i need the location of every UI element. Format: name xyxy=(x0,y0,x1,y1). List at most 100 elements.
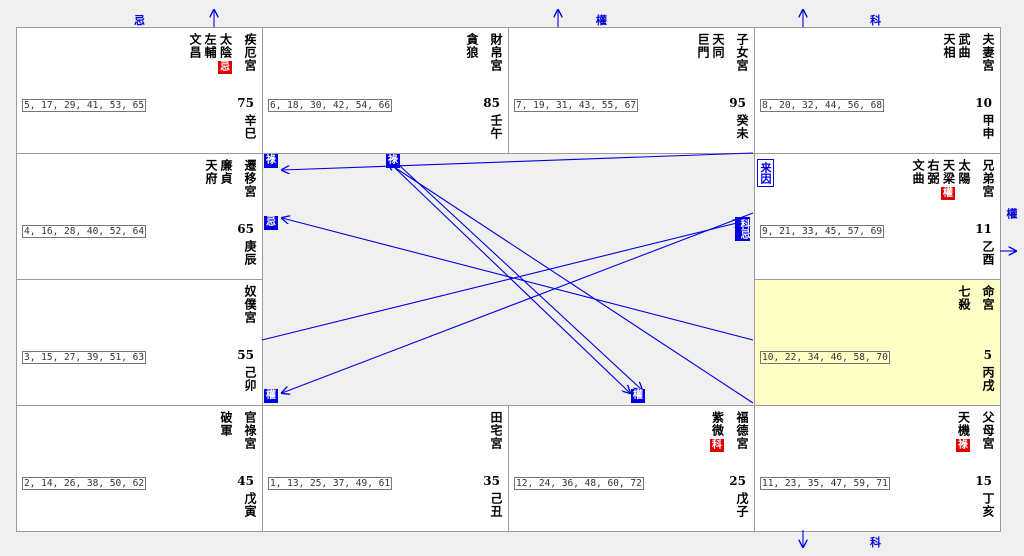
edge-label-quan-top: 權 xyxy=(596,14,607,27)
star-item: 天府 xyxy=(204,159,218,185)
star-list: 破軍 xyxy=(219,411,233,437)
star-name: 紫微 xyxy=(710,411,725,437)
star-item: 文曲 xyxy=(911,159,925,200)
star-name: 武曲 xyxy=(957,33,971,59)
star-name: 天府 xyxy=(204,159,218,185)
edge-label-quan-right: 權 xyxy=(1005,208,1018,219)
star-name: 天機 xyxy=(956,411,971,437)
palace-cell-yin[interactable]: 官祿宮破軍 2, 14, 26, 38, 50, 62 45 戊寅 xyxy=(16,405,263,532)
star-item: 天相 xyxy=(942,33,956,59)
ganzhi-label: 乙酉 xyxy=(981,240,995,266)
ganzhi-label: 丙戌 xyxy=(981,366,995,392)
ganzhi-label: 己卯 xyxy=(243,366,257,392)
star-list: 天機祿 xyxy=(956,411,971,452)
palace-cell-wu[interactable]: 財帛宮貪狼 6, 18, 30, 42, 54, 66 85 壬午 xyxy=(262,27,509,154)
star-item: 紫微科 xyxy=(710,411,725,452)
arrow-line xyxy=(282,152,754,170)
star-transform-badge: 權 xyxy=(941,187,955,200)
palace-name: 兄弟宮 xyxy=(981,159,995,198)
star-list: 太陰忌左輔文昌 xyxy=(188,33,233,74)
decade-start-age: 85 xyxy=(483,96,500,110)
edge-label-ke-top: 科 xyxy=(870,14,881,27)
marker-lu-center: 祿 xyxy=(386,154,400,168)
star-name: 七殺 xyxy=(957,285,971,311)
palace-cell-xu[interactable]: 命宮七殺 10, 22, 34, 46, 58, 70 5 丙戌 xyxy=(754,279,1001,406)
marker-ji: 忌 xyxy=(264,216,278,230)
palace-name: 福德宮 xyxy=(735,411,749,450)
star-item: 天同 xyxy=(711,33,725,59)
decade-start-age: 35 xyxy=(483,474,500,488)
star-item: 七殺 xyxy=(957,285,971,311)
star-item: 巨門 xyxy=(696,33,710,59)
star-transform-badge: 祿 xyxy=(956,439,970,452)
decade-start-age: 95 xyxy=(729,96,746,110)
age-list: 8, 20, 32, 44, 56, 68 xyxy=(760,99,885,112)
edge-label-ke-bottom: 科 xyxy=(870,536,881,549)
decade-start-age: 45 xyxy=(237,474,254,488)
star-name: 廉貞 xyxy=(219,159,233,185)
ganzhi-label: 戊子 xyxy=(735,492,749,518)
palace-name: 命宮 xyxy=(981,285,995,311)
star-name: 貪狼 xyxy=(465,33,479,59)
star-item: 天梁權 xyxy=(941,159,956,200)
ganzhi-label: 壬午 xyxy=(489,114,503,140)
arrow-line xyxy=(282,212,754,393)
palace-name: 官祿宮 xyxy=(243,411,257,450)
palace-name: 財帛宮 xyxy=(489,33,503,72)
age-list: 4, 16, 28, 40, 52, 64 xyxy=(22,225,147,238)
star-item: 文昌 xyxy=(188,33,202,74)
age-list: 7, 19, 31, 43, 55, 67 xyxy=(514,99,639,112)
marker-ke-ji: 科忌 xyxy=(735,217,750,241)
decade-start-age: 15 xyxy=(975,474,992,488)
palace-name: 夫妻宮 xyxy=(981,33,995,72)
marker-lu-left: 祿 xyxy=(264,154,278,168)
age-list: 10, 22, 34, 46, 58, 70 xyxy=(760,351,890,364)
decade-start-age: 55 xyxy=(237,348,254,362)
marker-quan-left: 權 xyxy=(264,389,278,403)
age-list: 11, 23, 35, 47, 59, 71 xyxy=(760,477,890,490)
ganzhi-label: 己丑 xyxy=(489,492,503,518)
star-name: 文曲 xyxy=(911,159,925,185)
star-name: 天梁 xyxy=(941,159,956,185)
laiyin-tag: 来因 xyxy=(757,159,774,187)
palace-name: 奴僕宮 xyxy=(243,285,257,324)
age-list: 2, 14, 26, 38, 50, 62 xyxy=(22,477,147,490)
ganzhi-label: 辛巳 xyxy=(243,114,257,140)
star-item: 廉貞 xyxy=(219,159,233,185)
star-name: 左輔 xyxy=(203,33,217,59)
palace-name: 遷移宮 xyxy=(243,159,257,198)
marker-quan-center: 權 xyxy=(631,389,645,403)
ganzhi-label: 甲申 xyxy=(981,114,995,140)
star-name: 天相 xyxy=(942,33,956,59)
star-list: 廉貞天府 xyxy=(204,159,233,185)
palace-name: 子女宮 xyxy=(735,33,749,72)
age-list: 9, 21, 33, 45, 57, 69 xyxy=(760,225,885,238)
decade-start-age: 5 xyxy=(983,348,992,362)
age-list: 3, 15, 27, 39, 51, 63 xyxy=(22,351,147,364)
star-name: 破軍 xyxy=(219,411,233,437)
star-item: 太陰忌 xyxy=(218,33,233,74)
star-name: 文昌 xyxy=(188,33,202,59)
palace-name: 田宅宮 xyxy=(489,411,503,450)
star-name: 天同 xyxy=(711,33,725,59)
decade-start-age: 65 xyxy=(237,222,254,236)
star-transform-badge: 科 xyxy=(710,439,724,452)
star-list: 七殺 xyxy=(957,285,971,311)
star-item: 左輔 xyxy=(203,33,217,74)
age-list: 12, 24, 36, 48, 60, 72 xyxy=(514,477,644,490)
star-transform-badge: 忌 xyxy=(218,61,232,74)
palace-cell-mao[interactable]: 奴僕宮 3, 15, 27, 39, 51, 63 55 己卯 xyxy=(16,279,263,406)
arrow-line xyxy=(261,222,741,341)
age-list: 6, 18, 30, 42, 54, 66 xyxy=(268,99,393,112)
ganzhi-label: 癸未 xyxy=(735,114,749,140)
star-item: 武曲 xyxy=(957,33,971,59)
ganzhi-label: 戊寅 xyxy=(243,492,257,518)
